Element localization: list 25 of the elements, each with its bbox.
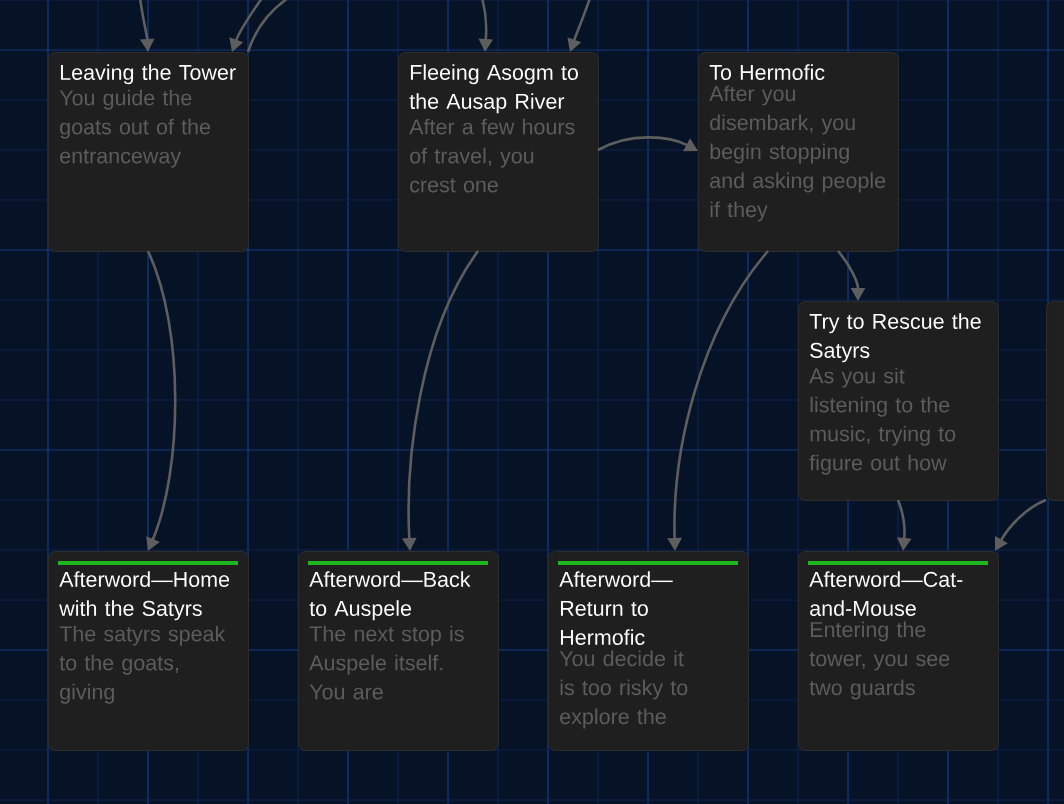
card-title: Afterword—Return to Hermofic <box>559 571 673 645</box>
card-excerpt: Entering the tower, you see two guards <box>809 621 950 700</box>
story-card <box>798 551 999 751</box>
card-excerpt: The satyrs speak to the goats, giving <box>59 625 226 704</box>
card-title: Leaving the Tower <box>60 64 236 85</box>
card-title: Afterword—Back to Auspele <box>309 571 471 621</box>
card-title: Afterword—Home with the Satyrs <box>59 571 230 621</box>
card-excerpt: The next stop is Auspele itself. You are <box>309 625 464 700</box>
story-card <box>548 551 749 751</box>
card-title: Afterword—Cat-and-Mouse <box>809 571 963 616</box>
story-card <box>298 551 499 751</box>
card-excerpt: After a few hours of travel, you crest one <box>409 118 575 193</box>
story-card <box>798 301 999 501</box>
card-title: Fleeing Asogm to the Ausap River <box>409 64 578 114</box>
card-excerpt: You guide the goats out of the entranceway <box>59 89 211 168</box>
card-excerpt: You decide it is too risky to explore the <box>559 650 688 729</box>
card-excerpt: After you disembark, you begin stopping and asking people if they <box>709 85 886 222</box>
story-card <box>48 52 249 252</box>
story-card <box>48 551 249 751</box>
card-title: Try to Rescue the Satyrs <box>809 313 981 363</box>
story-card <box>698 52 899 252</box>
story-card <box>398 52 599 252</box>
story-card <box>1046 301 1064 501</box>
card-excerpt: As you sit listening to the music, trying to figure out how <box>809 367 956 475</box>
card-title: To Hermofic <box>709 64 825 80</box>
